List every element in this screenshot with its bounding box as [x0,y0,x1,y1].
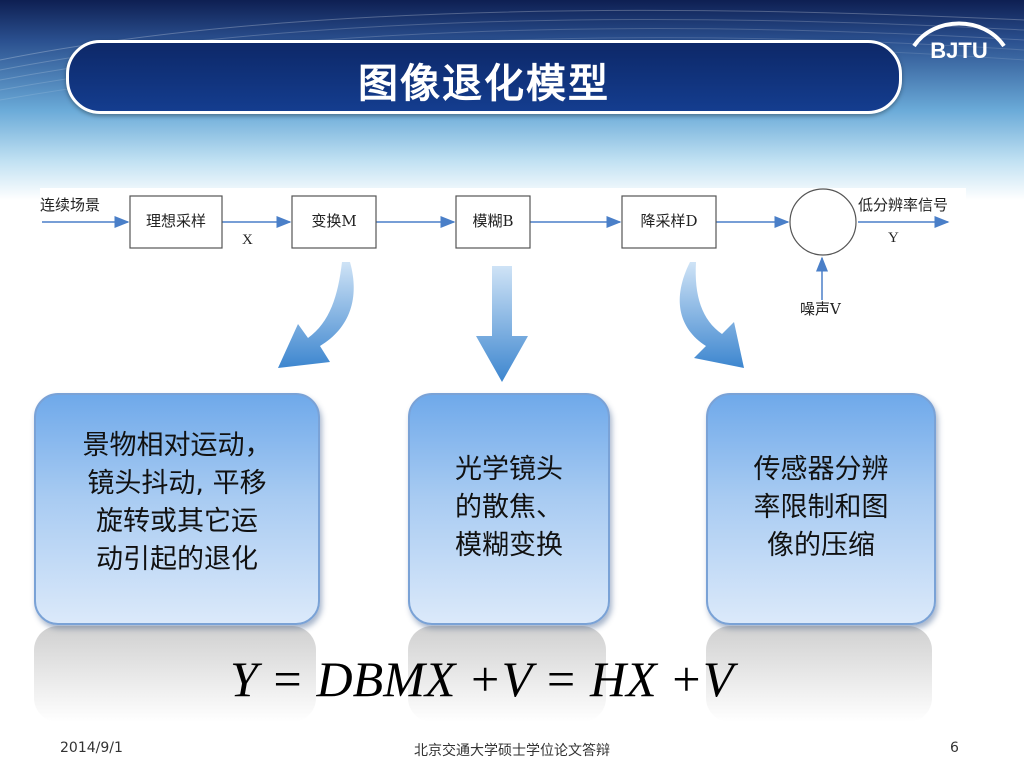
flow-block-downsample: 降采样D [640,212,698,230]
card-reflection: 像的压缩 [706,626,932,722]
card-reflection: 动引起的退化 [34,626,316,722]
logo-arc-icon [912,21,1006,48]
card-reflection: 模糊变换 [408,626,606,722]
card-optical-text: 光学镜头 的散焦、 模糊变换 [420,451,598,565]
logo-text: BJTU [930,38,988,63]
card-sensor-text: 传感器分辨 率限制和图 像的压缩 [718,451,924,565]
card-line: 的散焦、 [455,492,563,523]
title-bar: 图像退化模型 [66,40,902,114]
card-line: 传感器分辨 [753,454,889,485]
card-line: 镜头抖动, 平移 [87,468,267,499]
curved-arrow-right-icon [679,262,744,368]
slide-title: 图像退化模型 [358,61,610,107]
flow-block-blur: 模糊B [472,212,514,230]
card-line: 率限制和图 [753,492,889,523]
flow-diagram-lines [42,188,950,300]
flow-block-sampling: 理想采样 [145,212,206,230]
footer-center: 北京交通大学硕士学位论文答辩 [414,743,610,759]
flow-y-label: Y [888,230,899,246]
card-line: 像的压缩 [767,530,875,561]
flow-diagram: 连续场景 理想采样 变换M 模糊B 降采样D X 低分辨率信号 Y 噪声V [40,188,966,328]
page-number: 6 [950,740,959,756]
card-line: 动引起的退化 [96,544,258,575]
flow-x-label: X [242,232,253,248]
bjtu-logo: BJTU [904,12,1014,72]
flow-output-label: 低分辨率信号 [858,196,949,214]
card-line: 景物相对运动， [82,430,272,461]
flow-block-transform: 变换M [311,212,357,230]
curved-arrow-left-icon [278,262,354,368]
down-arrow-center-icon [476,266,528,382]
card-motion-text: 景物相对运动， 镜头抖动, 平移 旋转或其它运 动引起的退化 [46,427,308,579]
card-line: 光学镜头 [455,454,563,485]
card-line: 旋转或其它运 [96,506,258,537]
card-line: 模糊变换 [455,530,563,561]
degradation-equation: Y = DBMX +V = HX +V [230,651,734,707]
card-sensor-limit: 传感器分辨 率限制和图 像的压缩 [706,393,936,625]
card-optical-blur: 光学镜头 的散焦、 模糊变换 [408,393,610,625]
flow-noise-label: 噪声V [800,300,841,318]
card-motion-degradation: 景物相对运动， 镜头抖动, 平移 旋转或其它运 动引起的退化 [34,393,320,625]
flow-input-label: 连续场景 [40,196,101,214]
footer-date: 2014/9/1 [60,740,123,756]
